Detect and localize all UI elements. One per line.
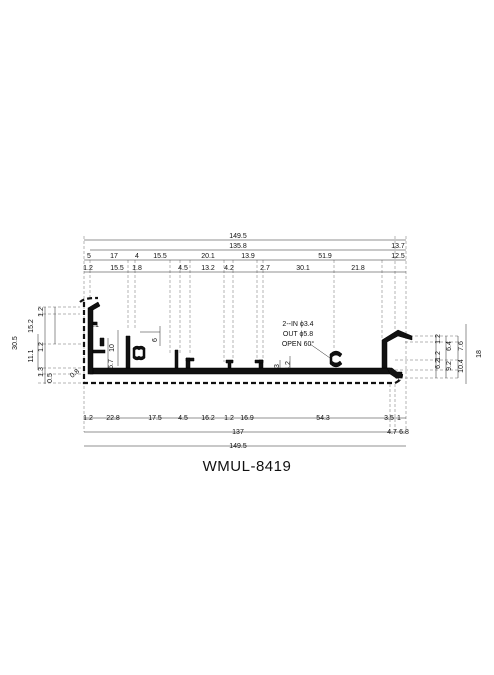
dim-right-9-2: 9.2 (446, 361, 453, 371)
dim-top-149-5: 149.5 (229, 233, 247, 240)
dim-r4-2-7: 2.7 (260, 265, 270, 272)
dim-r4-1-2: 1.2 (83, 265, 93, 272)
extension-lines (38, 236, 460, 432)
top-dimension-lines (37, 239, 467, 447)
dim-bot-1: 1 (397, 415, 401, 422)
dim-left-6-7: 6.7 (108, 359, 115, 369)
dim-bot-16-2: 16.2 (201, 415, 215, 422)
dim-bot-4-7: 4.7 (387, 429, 397, 436)
dim-r3-15-5: 15.5 (153, 253, 167, 260)
dim-bot-1-2a: 1.2 (83, 415, 93, 422)
dim-right-10-4: 10.4 (458, 359, 465, 373)
dim-r4-15-5: 15.5 (110, 265, 124, 272)
dim-right-1-2b: 1.2 (435, 351, 442, 361)
profile-left-wall (87, 307, 94, 375)
dim-r3-5: 5 (87, 253, 91, 260)
dim-r4-4-5: 4.5 (178, 265, 188, 272)
dim-r4-30-1: 30.1 (296, 265, 310, 272)
dim-right-1-2a: 1.2 (435, 334, 442, 344)
dim-left-10: 10 (109, 344, 116, 352)
profile-base (89, 367, 391, 375)
dim-right-7-6: 7.6 (458, 341, 465, 351)
dim-r3-4: 4 (135, 253, 139, 260)
dim-bot-17-5: 17.5 (148, 415, 162, 422)
dim-bot-4-5: 4.5 (178, 415, 188, 422)
dim-bot-54-3: 54.3 (316, 415, 330, 422)
dim-left-0-8: 0.8 (69, 368, 81, 380)
dim-left-15-2: 15.2 (28, 319, 35, 333)
model-code-title: WMUL-8419 (202, 458, 292, 475)
extrusion-profile (87, 301, 413, 379)
dim-left-1-2b: 1.2 (38, 342, 45, 352)
dim-top-135-8: 135.8 (229, 243, 247, 250)
dim-bot-1-2b: 1.2 (224, 415, 234, 422)
dim-r4-4-2: 4.2 (224, 265, 234, 272)
hole-note-line1: 2--IN ϕ3.4 (282, 321, 313, 328)
dim-bot-149-5: 149.5 (229, 443, 247, 450)
dim-r3-51-9: 51.9 (318, 253, 332, 260)
dim-r3-17: 17 (110, 253, 118, 260)
dim-right-18: 18 (476, 350, 483, 358)
dim-bot-6-8: 6.8 (399, 429, 409, 436)
dim-r3-12-5: 12.5 (391, 253, 405, 260)
dim-left-4-2: 4.2 (285, 361, 292, 371)
dim-left-1-2a: 1.2 (38, 307, 45, 317)
dim-r4-13-2: 13.2 (201, 265, 215, 272)
dim-left-1-3: 1.3 (38, 367, 45, 377)
dim-left-3: 3 (274, 364, 281, 368)
dim-left-11-1: 11.1 (28, 349, 35, 362)
dim-right-6-4: 6.4 (446, 341, 453, 351)
dim-r3-13-9: 13.9 (241, 253, 255, 260)
dim-r3-20-1: 20.1 (201, 253, 215, 260)
dim-top-13-7: 13.7 (391, 243, 405, 250)
dim-r4-21-8: 21.8 (351, 265, 365, 272)
dim-left-4-1: 4.1 (89, 322, 99, 329)
dim-left-0-5: 0.5 (47, 373, 54, 383)
hole-note-line2: OUT ϕ5.8 (283, 331, 313, 338)
dim-right-1: 1 (395, 376, 403, 384)
dim-bot-137: 137 (232, 429, 244, 436)
dim-left-30-5: 30.5 (12, 336, 19, 350)
dim-r4-1-8: 1.8 (132, 265, 142, 272)
dim-bot-3-5: 3.5 (384, 415, 394, 422)
dim-bot-22-8: 22.8 (106, 415, 120, 422)
dim-left-6: 6 (152, 338, 159, 342)
hole-note-line3: OPEN 60° (282, 340, 315, 348)
dim-bot-16-9: 16.9 (240, 415, 254, 422)
dim-right-6-2: 6.2 (435, 359, 442, 369)
